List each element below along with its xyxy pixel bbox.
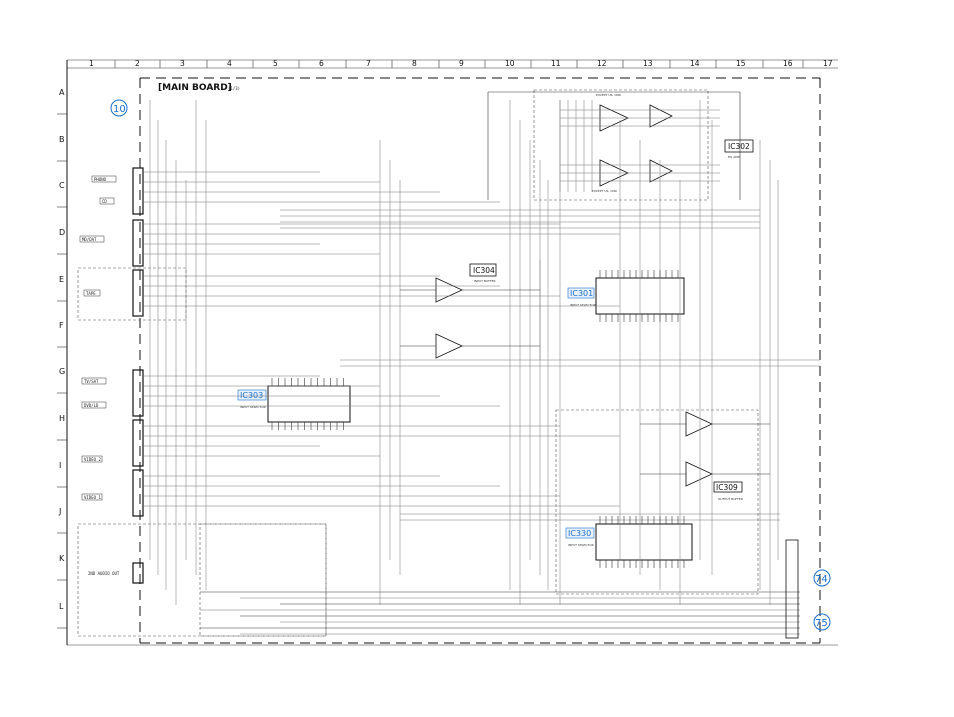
- row-letter: K: [59, 554, 65, 563]
- callout-74: 74: [813, 569, 831, 587]
- row-letter: L: [59, 602, 64, 611]
- ic302-region: IC302 EQ AMP EXCEPT US, CND EXCEPT US, C…: [487, 91, 754, 200]
- board-page: (1/3): [228, 86, 240, 91]
- column-number: 2: [135, 59, 140, 68]
- ic303-region: IC303 INPUT SELECTOR: [237, 385, 351, 423]
- row-letter: J: [58, 507, 61, 516]
- column-number: 14: [690, 59, 700, 68]
- ic-desc: INPUT SELECTOR: [568, 543, 594, 547]
- jack-block-1: [132, 167, 144, 584]
- ic-desc: EQ AMP: [728, 155, 740, 159]
- svg-text:74: 74: [815, 574, 828, 585]
- note: EXCEPT US, CND: [592, 189, 618, 193]
- jack-label: VIDEO 2: [84, 457, 101, 462]
- column-number: 5: [273, 59, 278, 68]
- row-ruler: A B C D E F G H I J K L: [57, 88, 67, 629]
- ic-desc: OUTPUT BUFFER: [718, 497, 743, 501]
- row-letter: C: [59, 181, 65, 190]
- row-letter: E: [59, 275, 64, 284]
- column-number: 12: [597, 59, 607, 68]
- ic-tag: IC302: [728, 142, 750, 151]
- svg-text:10: 10: [113, 104, 126, 115]
- ic-desc: INPUT SELECTOR: [570, 303, 596, 307]
- jack-label: PHONO: [94, 177, 107, 182]
- row-letter: A: [59, 88, 65, 97]
- wiring: [143, 100, 820, 635]
- column-number: 13: [643, 59, 653, 68]
- column-number: 3: [180, 59, 185, 68]
- ic-tag: IC330: [568, 529, 591, 538]
- ic301-region: IC301 INPUT SELECTOR: [567, 277, 685, 315]
- row-letter: B: [59, 135, 65, 144]
- jack-label: VIDEO 1: [84, 495, 101, 500]
- jack-labels: PHONO CD MD/DAT TAPE TV/SAT DVD/LD VIDEO…: [79, 175, 120, 576]
- column-number: 8: [412, 59, 417, 68]
- ic-desc: INPUT SELECTOR: [240, 405, 266, 409]
- callout-75: 75: [813, 613, 831, 631]
- note: EXCEPT US, CND: [596, 93, 622, 97]
- row-letter: H: [59, 414, 65, 423]
- column-number: 16: [783, 59, 793, 68]
- row-letter: G: [59, 367, 65, 376]
- column-number: 6: [319, 59, 324, 68]
- row-letter: D: [59, 228, 65, 237]
- column-number: 7: [366, 59, 371, 68]
- column-number: 9: [459, 59, 464, 68]
- jack-label: TAPE: [86, 291, 96, 296]
- output-connector: [785, 539, 799, 639]
- ic-desc: INPUT BUFFER: [474, 279, 496, 283]
- ic304-region: IC304 INPUT BUFFER: [435, 263, 497, 359]
- column-number: 15: [736, 59, 746, 68]
- jack-label: DVD/LD: [84, 403, 99, 408]
- dashed-blocks: [77, 89, 759, 637]
- sheet-frame: [66, 59, 838, 646]
- column-number: 4: [227, 59, 232, 68]
- callout-10: 10: [110, 99, 128, 117]
- jack-label: TV/SAT: [84, 379, 99, 384]
- row-letter: I: [59, 461, 61, 470]
- column-number: 11: [551, 59, 561, 68]
- ic-tag: IC301: [570, 289, 593, 298]
- jack-label: 2ND AUDIO OUT: [88, 571, 120, 576]
- board-title: [MAIN BOARD]: [158, 83, 232, 93]
- ic330-region: IC330 INPUT SELECTOR: [565, 523, 693, 561]
- ic-tag: IC303: [240, 391, 263, 400]
- jack-label: MD/DAT: [82, 237, 97, 242]
- row-letter: F: [59, 321, 64, 330]
- column-number: 1: [89, 59, 94, 68]
- svg-text:75: 75: [815, 618, 828, 629]
- ic-tag: IC309: [716, 483, 738, 492]
- ic-tag: IC304: [473, 266, 495, 275]
- ic309-region: IC309 OUTPUT BUFFER: [685, 411, 743, 501]
- column-number: 10: [505, 59, 515, 68]
- jack-label: CD: [102, 199, 107, 204]
- column-number: 17: [823, 59, 833, 68]
